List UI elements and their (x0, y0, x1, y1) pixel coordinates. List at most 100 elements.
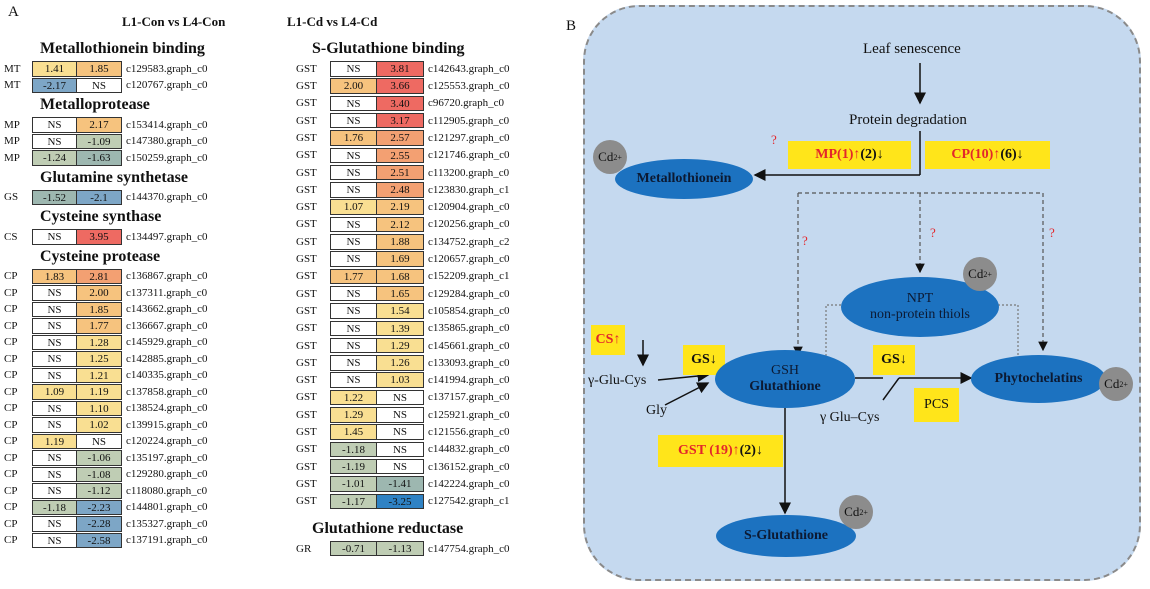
fold-change-cd-cell: NS (377, 389, 424, 406)
protein-degradation-label: Protein degradation (849, 112, 967, 128)
gene-id: c137157.graph_c0 (428, 391, 510, 404)
gene-id: c134497.graph_c0 (126, 230, 208, 243)
fold-change-cd-cell: 3.81 (377, 61, 424, 77)
fold-change-con-cell: -1.17 (330, 493, 377, 509)
fold-change-cd-cell: 3.40 (377, 95, 424, 112)
gene-abbreviation: MP (4, 135, 20, 148)
fold-change-cd-cell: -1.09 (77, 133, 122, 149)
gene-abbreviation: CP (4, 484, 18, 497)
fold-change-con-cell: NS (32, 450, 77, 466)
gene-abbreviation: GST (296, 322, 317, 335)
gene-abbreviation: GST (296, 235, 317, 248)
fold-change-con-cell: 2.00 (330, 78, 377, 94)
gene-abbreviation: MP (4, 118, 20, 131)
fold-change-con-cell: 1.77 (330, 268, 377, 285)
gene-id: c137858.graph_c0 (126, 385, 208, 398)
section-title: Metalloprotease (40, 96, 150, 113)
fold-change-cd-cell: NS (377, 407, 424, 423)
gene-abbreviation: GS (4, 191, 19, 204)
gene-abbreviation: GST (296, 114, 317, 127)
fold-change-con-cell: 1.76 (330, 130, 377, 146)
gene-abbreviation: GST (296, 408, 317, 421)
fold-change-cd-cell: -1.12 (77, 483, 122, 499)
fold-change-con-cell: NS (32, 117, 77, 133)
fold-change-cd-cell: 2.19 (377, 199, 424, 215)
fold-change-con-cell: NS (32, 483, 77, 499)
gene-abbreviation: GST (296, 443, 317, 456)
gene-id: c147380.graph_c0 (126, 135, 208, 148)
fold-change-cd-cell: -3.25 (377, 493, 424, 509)
gene-id: c129280.graph_c0 (126, 468, 208, 481)
gene-id: c133093.graph_c0 (428, 356, 510, 369)
gene-id: c153414.graph_c0 (126, 118, 208, 131)
gene-abbreviation: CP (4, 534, 18, 547)
fold-change-con-cell: NS (330, 372, 377, 388)
fold-change-cd-cell: 1.77 (77, 318, 122, 334)
gene-abbreviation: CP (4, 468, 18, 481)
fold-change-cd-cell: 1.28 (77, 334, 122, 350)
fold-change-cd-cell: NS (377, 424, 424, 440)
gene-id: c137191.graph_c0 (126, 534, 208, 547)
fold-change-cd-cell: NS (77, 433, 122, 449)
fold-change-cd-cell: -1.06 (77, 450, 122, 466)
fold-change-cd-cell: NS (377, 458, 424, 475)
fold-change-con-cell: NS (330, 337, 377, 354)
fold-change-con-cell: NS (330, 216, 377, 233)
section-title: Cysteine synthase (40, 208, 162, 225)
gene-abbreviation: CP (4, 369, 18, 382)
gene-id: c135327.graph_c0 (126, 517, 208, 530)
fold-change-con-cell: 1.29 (330, 407, 377, 423)
fold-change-cd-cell: -2.58 (77, 532, 122, 548)
question-mark-2: ? (802, 233, 808, 248)
gene-id: c125553.graph_c0 (428, 80, 510, 93)
fold-change-con-cell: NS (330, 182, 377, 198)
gene-id: c141994.graph_c0 (428, 374, 510, 387)
fold-change-con-cell: NS (32, 334, 77, 350)
fold-change-cd-cell: 2.51 (377, 164, 424, 181)
gene-abbreviation: CP (4, 402, 18, 415)
fold-change-cd-cell: 1.02 (77, 417, 122, 433)
gamma-glu-cys-right-label: γ Glu–Cys (820, 410, 880, 425)
metallothionein-node: Metallothionein (615, 159, 753, 199)
gene-id: c123830.graph_c1 (428, 183, 510, 196)
cs-regulation-box: CS↑ (591, 325, 625, 355)
fold-change-con-cell: NS (32, 400, 77, 416)
fold-change-cd-cell: -2.1 (77, 189, 122, 205)
gene-abbreviation: GST (296, 201, 317, 214)
gene-id: c143662.graph_c0 (126, 303, 208, 316)
gene-id: c134752.graph_c2 (428, 235, 510, 248)
gene-id: c135865.graph_c0 (428, 322, 510, 335)
gene-id: c142224.graph_c0 (428, 477, 510, 490)
fold-change-cd-cell: 1.03 (377, 372, 424, 388)
fold-change-cd-cell: 1.69 (377, 251, 424, 267)
gene-abbreviation: CP (4, 385, 18, 398)
gene-id: c150259.graph_c0 (126, 151, 208, 164)
fold-change-con-cell: NS (330, 303, 377, 319)
fold-change-cd-cell: 2.81 (77, 268, 122, 284)
gene-abbreviation: GST (296, 131, 317, 144)
fold-change-cd-cell: -1.41 (377, 476, 424, 492)
gene-abbreviation: GST (296, 270, 317, 283)
gene-id: c142643.graph_c0 (428, 62, 510, 75)
cp-regulation-box: CP(10)↑(6)↓ (925, 141, 1050, 169)
fold-change-cd-cell: 1.65 (377, 285, 424, 302)
question-mark-4: ? (1049, 225, 1055, 240)
